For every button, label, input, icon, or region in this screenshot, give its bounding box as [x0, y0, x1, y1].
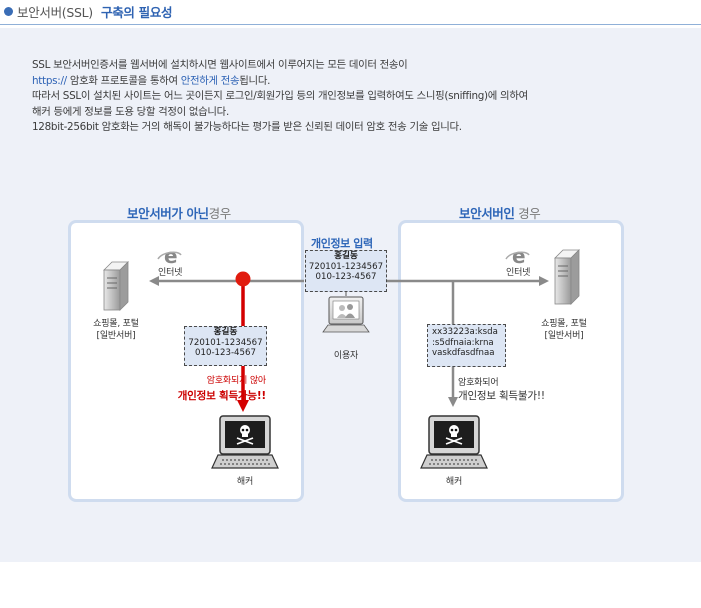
secure-title-suffix: 경우 — [514, 206, 541, 221]
left-hacker-label: 해커 — [236, 477, 254, 487]
right-internet-label: 인터넷 — [506, 268, 531, 278]
non-secure-title-suffix: 경우 — [208, 206, 232, 221]
right-server-icon — [554, 249, 580, 305]
description: SSL 보안서버인증서를 웹서버에 설치하시면 웹사이트에서 이루어지는 모든 … — [32, 58, 528, 136]
right-server-type: [일반서버] — [544, 331, 584, 341]
right-server-label: 쇼핑몰, 포털 [일반서버] — [528, 318, 600, 342]
svg-text:e: e — [512, 244, 526, 268]
left-server-label: 쇼핑몰, 포털 [일반서버] — [80, 318, 152, 342]
left-internet-label: 인터넷 — [158, 268, 183, 278]
encrypted-line-3: vaskdfasdfnaa — [432, 348, 495, 358]
left-server-icon — [103, 261, 129, 311]
right-note-line-2: 개인정보 획득불가!! — [458, 390, 545, 402]
center-info-line-2: 010-123-4567 — [315, 272, 377, 282]
encrypted-info-box: xx33223a:ksda :s5dfnaia:krna vaskdfasdfn… — [427, 324, 506, 367]
section-header: 보안서버(SSL) 구축의 필요성 — [0, 0, 701, 26]
header-title-prefix: 보안서버(SSL) — [17, 5, 93, 20]
description-line-2-end: 됩니다. — [239, 74, 271, 87]
right-server-name: 쇼핑몰, 포털 — [541, 319, 587, 329]
user-label: 이용자 — [333, 351, 359, 361]
encrypted-line-1: xx33223a:ksda — [432, 327, 498, 337]
intercept-point-icon — [235, 271, 251, 287]
svg-text:e: e — [164, 244, 178, 268]
sniffed-info-line-2: 010-123-4567 — [195, 348, 256, 358]
left-server-type: [일반서버] — [96, 331, 136, 341]
center-info-name: 홍길동 — [334, 251, 358, 261]
description-line-2-mid: 암호화 프로토콜을 통하여 — [66, 74, 181, 87]
secure-title-bold: 보안서버인 — [459, 206, 515, 221]
non-secure-title: 보안서버가 아닌경우 — [127, 203, 231, 222]
encrypted-line-2: :s5dfnaia:krna — [432, 337, 494, 348]
sniffed-info-line-1: 720101-1234567 — [188, 337, 263, 348]
left-hacker-skull-icon — [211, 415, 279, 469]
right-hacker-skull-icon — [420, 415, 488, 469]
description-line-1: SSL 보안서버인증서를 웹서버에 설치하시면 웹사이트에서 이루어지는 모든 … — [32, 59, 408, 71]
description-line-3: 따라서 SSL이 설치된 사이트는 어느 곳이든지 로그인/회원가입 등의 개인… — [32, 90, 528, 102]
right-note-line-1: 암호화되어 — [458, 378, 499, 388]
non-secure-title-bold: 보안서버가 아닌 — [127, 206, 209, 221]
https-text: https:// — [32, 74, 67, 87]
right-hacker-label: 해커 — [445, 477, 463, 487]
header-title: 구축의 필요성 — [101, 5, 173, 20]
description-line-4: 해커 등에게 정보를 도용 당할 걱정이 없습니다. — [32, 105, 229, 118]
personal-info-input-title: 개인정보 입력 — [311, 237, 373, 250]
sniffed-info-name: 홍길동 — [213, 327, 238, 337]
secure-transfer-text: 안전하게 전송 — [180, 74, 240, 87]
left-warning-line-1: 암호화되지 않아 — [206, 376, 266, 386]
secure-title: 보안서버인 경우 — [459, 203, 541, 222]
right-internet-explorer-icon: e — [505, 244, 530, 268]
user-computer-icon — [322, 296, 370, 333]
center-info-box: 홍길동 720101-1234567 010-123-4567 — [305, 250, 387, 292]
center-info-line-1: 720101-1234567 — [308, 261, 384, 272]
header-divider — [0, 24, 701, 25]
left-server-name: 쇼핑몰, 포털 — [93, 319, 139, 329]
description-line-5: 128bit-256bit 암호화는 거의 해독이 불가능하다는 평가를 받은 … — [32, 121, 462, 133]
sniffed-info-box: 홍길동 720101-1234567 010-123-4567 — [184, 326, 267, 366]
bullet-icon — [4, 7, 13, 16]
left-internet-explorer-icon: e — [157, 244, 182, 268]
left-warning-line-2: 개인정보 획득가능!! — [177, 390, 267, 402]
description-line-2: https:// 암호화 프로토콜을 통하여 안전하게 전송됩니다. — [32, 74, 528, 90]
